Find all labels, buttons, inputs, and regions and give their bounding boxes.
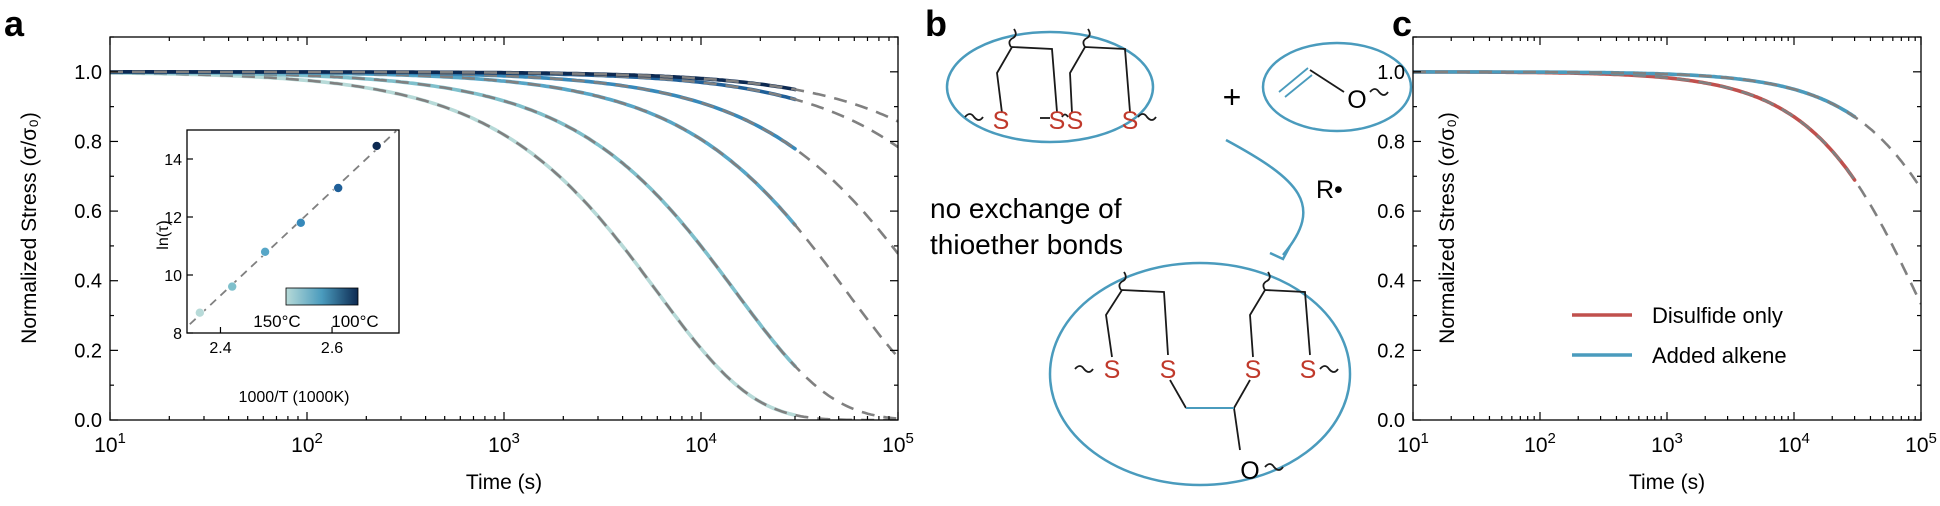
series-fit-dashed-1 xyxy=(110,71,898,420)
colorbar-label-cold: 100°C xyxy=(331,312,378,331)
panel-a-x-label: Time (s) xyxy=(466,471,542,494)
oxygen-atom-alkene: O xyxy=(1347,86,1366,114)
inset-axes-frame xyxy=(186,129,400,334)
inset-axes: 2.4 2.6 8 10 12 14 xyxy=(164,152,343,357)
alkene-bonds xyxy=(1278,67,1389,98)
reaction-arrow-head xyxy=(1269,245,1292,261)
y-tick-label: 0.0 xyxy=(1377,410,1405,432)
sulfur-atom-5: S xyxy=(1104,356,1121,384)
y-tick-label: 0.2 xyxy=(1377,340,1405,362)
plus-sign: + xyxy=(1223,79,1242,115)
panel-b-scheme: b S S S S + O R• no exch xyxy=(925,3,1413,487)
y-tick-label: 0.4 xyxy=(74,271,102,293)
legend-label-alkene: Added alkene xyxy=(1652,343,1787,368)
series-fit-dashed-0 xyxy=(1413,70,1921,305)
x-tick-label: 104 xyxy=(1778,430,1810,457)
inset-y-tick-label: 8 xyxy=(173,326,182,343)
x-tick-label: 105 xyxy=(882,430,914,457)
y-tick-label: 0.2 xyxy=(74,340,102,362)
inset-point xyxy=(371,141,382,151)
series-fit-dashed-0 xyxy=(110,71,898,420)
x-tick-label: 104 xyxy=(685,430,717,457)
y-tick-label: 1.0 xyxy=(1377,62,1405,84)
x-tick-label: 102 xyxy=(291,430,323,457)
legend-label-disulfide: Disulfide only xyxy=(1652,303,1783,328)
y-tick-label: 0.4 xyxy=(1377,271,1405,293)
series-fit-dashed-2 xyxy=(110,70,898,359)
panel-a: a 101 102 103 104 105 0.0 0.2 0.4 0.6 0.8 1.0 Tim… xyxy=(4,3,914,494)
sulfur-atom-1: S xyxy=(993,107,1010,135)
y-tick-label: 1.0 xyxy=(74,62,102,84)
inset-point xyxy=(195,307,205,318)
inset-x-tick-label: 2.4 xyxy=(209,340,231,357)
panel-label-a: a xyxy=(4,3,25,44)
panel-c-x-label: Time (s) xyxy=(1629,471,1705,494)
y-tick-label: 0.0 xyxy=(74,410,102,432)
series-line-1 xyxy=(1413,70,1857,119)
sulfur-atom-2: S xyxy=(1049,107,1066,135)
alkene-ellipse xyxy=(1261,41,1413,133)
inset-point xyxy=(333,183,343,193)
sulfur-atom-3: S xyxy=(1067,107,1084,135)
inset-y-tick-label: 12 xyxy=(164,210,182,227)
note-line-2: thioether bonds xyxy=(930,229,1123,260)
inset-x-tick-label: 2.6 xyxy=(321,340,343,357)
series-fit-dashed-3 xyxy=(110,70,898,255)
sulfur-atom-4: S xyxy=(1122,107,1139,135)
thioether-product-ellipse xyxy=(1048,261,1352,487)
y-tick-label: 0.6 xyxy=(1377,201,1405,223)
inset-point xyxy=(227,281,237,292)
panel-c-plot-area xyxy=(1413,70,1921,305)
inset-arrhenius: 2.4 2.6 8 10 12 14 1000/T (1000K) ln(τ) 150°C… xyxy=(155,126,400,406)
reaction-arrow xyxy=(1225,138,1305,256)
panel-a-y-axis: 0.0 0.2 0.4 0.6 0.8 1.0 xyxy=(74,36,898,432)
radical-label: R• xyxy=(1316,176,1343,204)
inset-y-tick-label: 14 xyxy=(164,152,182,169)
panel-label-b: b xyxy=(925,3,947,44)
panel-a-y-label: Normalized Stress (σ/σ₀) xyxy=(18,112,41,344)
panel-c: c 101 102 103 104 105 0.0 0.2 0.4 0.6 0.8 1.0 Tim… xyxy=(1377,3,1937,494)
x-tick-label: 103 xyxy=(1651,430,1683,457)
inset-fit-line xyxy=(189,130,397,325)
y-tick-label: 0.8 xyxy=(1377,131,1405,153)
note-line-1: no exchange of xyxy=(930,193,1122,224)
inset-point xyxy=(296,218,306,228)
inset-x-label: 1000/T (1000K) xyxy=(239,389,350,406)
x-tick-label: 102 xyxy=(1524,430,1556,457)
sulfur-atom-6: S xyxy=(1160,356,1177,384)
panel-c-legend: Disulfide only Added alkene xyxy=(1572,303,1787,368)
y-tick-label: 0.8 xyxy=(74,131,102,153)
inset-y-label: ln(τ) xyxy=(155,220,172,249)
x-tick-label: 103 xyxy=(488,430,520,457)
disulfide-network-ellipse xyxy=(945,30,1155,144)
panel-a-x-axis: 101 102 103 104 105 xyxy=(94,37,914,457)
oxygen-atom-product: O xyxy=(1240,457,1259,485)
sulfur-atom-7: S xyxy=(1245,356,1262,384)
panel-a-plot-area xyxy=(110,70,898,420)
series-fit-dashed-1 xyxy=(1413,70,1921,190)
y-tick-label: 0.6 xyxy=(74,201,102,223)
inset-point xyxy=(260,247,270,257)
disulfide-network-bonds xyxy=(964,28,1157,121)
thioether-product-bonds xyxy=(1074,271,1339,471)
inset-colorbar xyxy=(285,287,359,306)
inset-plot-area xyxy=(189,130,397,325)
panel-label-c: c xyxy=(1392,3,1412,44)
panel-c-y-axis: 0.0 0.2 0.4 0.6 0.8 1.0 xyxy=(1377,36,1921,432)
x-tick-label: 105 xyxy=(1905,430,1937,457)
x-tick-label: 101 xyxy=(94,430,126,457)
panel-c-x-axis: 101 102 103 104 105 xyxy=(1397,37,1937,457)
inset-y-tick-label: 10 xyxy=(164,268,182,285)
colorbar-label-hot: 150°C xyxy=(253,312,300,331)
x-tick-label: 101 xyxy=(1397,430,1429,457)
sulfur-atom-8: S xyxy=(1300,356,1317,384)
panel-c-y-label: Normalized Stress (σ/σ₀) xyxy=(1436,112,1459,344)
